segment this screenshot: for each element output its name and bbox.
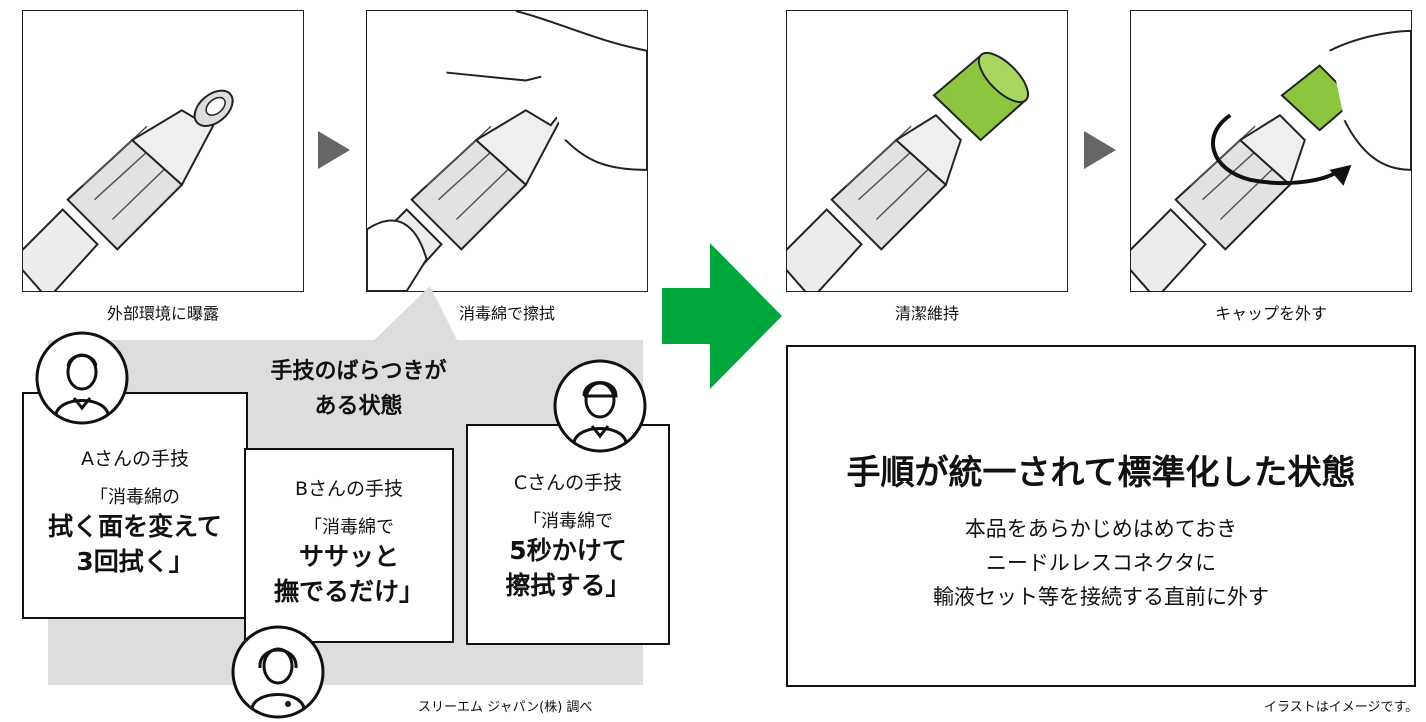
- standardized-line: ニードルレスコネクタに: [985, 551, 1217, 576]
- standardized-line: 輸液セット等を接続する直前に外す: [933, 585, 1269, 610]
- standardized-panel: 手順が統一されて標準化した状態 本品をあらかじめはめておき ニードルレスコネクタ…: [786, 345, 1416, 687]
- illustration-note: イラストはイメージです。: [1264, 700, 1419, 715]
- wipe-illustration: [367, 11, 647, 291]
- quote-intro: 「消毒綿で: [523, 511, 613, 532]
- step-caption: キャップを外す: [1214, 304, 1327, 323]
- step-caption: 外部環境に曝露: [106, 304, 219, 323]
- speech-tail: [368, 286, 460, 346]
- source-note: スリーエム ジャパン(株) 調べ: [418, 700, 593, 715]
- remove-cap-illustration: [1131, 29, 1411, 291]
- technique-card-a: Aさんの手技 「消毒綿の 拭く面を変えて 3回拭く」: [22, 392, 248, 619]
- capped-connector-illustration: [787, 52, 1029, 291]
- quote-line: 5秒かけて: [509, 536, 627, 565]
- quote-line: ササッと: [298, 542, 399, 571]
- step-panel-exposed: [22, 10, 304, 292]
- quote-intro: 「消毒綿の: [90, 487, 180, 508]
- person-name: Cさんの手技: [513, 472, 623, 494]
- person-name: Bさんの手技: [294, 478, 404, 500]
- quote-line: 撫でるだけ」: [273, 577, 424, 606]
- person-name: Aさんの手技: [81, 448, 189, 470]
- next-step-arrow: [318, 131, 350, 169]
- step-panel-clean: [786, 10, 1068, 292]
- standardized-line: 本品をあらかじめはめておき: [964, 517, 1238, 541]
- transition-arrow-icon: [662, 243, 782, 389]
- step-caption: 清潔維持: [894, 304, 959, 323]
- connector-illustration: [23, 89, 234, 291]
- person-a-avatar-icon: [35, 331, 129, 425]
- person-b-avatar-icon: [231, 625, 325, 719]
- step-panel-remove-cap: [1130, 10, 1412, 292]
- step-panel-wipe: [366, 10, 648, 292]
- quote-line: 擦拭する」: [505, 571, 631, 600]
- quote-line: 拭く面を変えて: [48, 512, 222, 541]
- next-step-arrow: [1084, 131, 1116, 169]
- variation-title-line: ある状態: [314, 394, 403, 420]
- standardized-title: 手順が統一されて標準化した状態: [846, 453, 1356, 493]
- quote-intro: 「消毒綿で: [304, 517, 394, 538]
- person-c-avatar-icon: [553, 359, 647, 453]
- quote-line: 3回拭く」: [76, 547, 194, 576]
- technique-card-b: Bさんの手技 「消毒綿で ササッと 撫でるだけ」: [244, 448, 454, 643]
- variation-title-line: 手技のばらつきが: [270, 359, 447, 384]
- step-caption: 消毒綿で擦拭: [458, 304, 555, 323]
- technique-card-c: Cさんの手技 「消毒綿で 5秒かけて 擦拭する」: [466, 424, 670, 645]
- variation-title: 手技のばらつきが ある状態: [216, 354, 501, 424]
